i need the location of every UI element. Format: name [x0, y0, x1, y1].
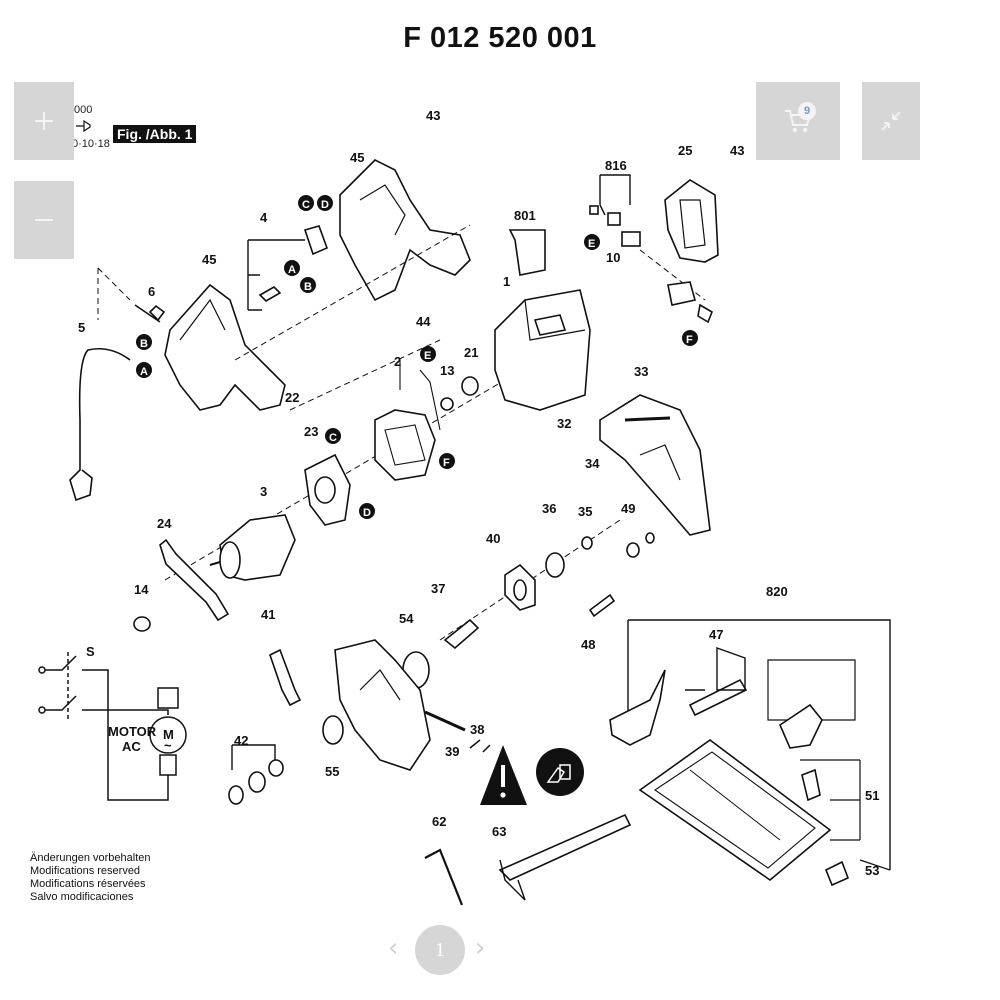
callout-number: 55 [325, 764, 339, 779]
collapse-arrows-icon [881, 111, 901, 131]
callout-number: 13 [440, 363, 454, 378]
callout-number: 36 [542, 501, 556, 516]
note-line: Modifications réservées [30, 878, 146, 890]
callout-number: 45 [350, 150, 364, 165]
callout-number: 62 [432, 814, 446, 829]
callout-number: 43 [426, 108, 440, 123]
motor-symbol: M [163, 727, 174, 742]
cart-button[interactable]: 9 [756, 82, 840, 160]
badge-letter: C [329, 432, 337, 444]
ac-label: AC [122, 739, 141, 754]
badge-letter: D [363, 507, 371, 519]
callout-number: 3 [260, 484, 267, 499]
minus-icon [35, 219, 53, 221]
callout-number: 38 [470, 722, 484, 737]
callout-number: 10 [606, 250, 620, 265]
callout-number: 63 [492, 824, 506, 839]
current-page-indicator[interactable]: 1 [415, 925, 465, 975]
callout-number: 44 [416, 314, 431, 329]
badge-letter: F [686, 334, 693, 346]
motor-label: MOTOR [108, 724, 157, 739]
callout-number: 21 [464, 345, 478, 360]
badge-letter: E [424, 350, 431, 362]
callout-number: 820 [766, 584, 788, 599]
callout-number: 6 [148, 284, 155, 299]
note-line: Änderungen vorbehalten [30, 852, 151, 864]
chevron-right-icon[interactable]: › [475, 933, 486, 963]
zoom-in-button[interactable] [14, 82, 74, 160]
badge-letter: D [321, 199, 329, 211]
switch-label: S [86, 644, 95, 659]
callout-number: 53 [865, 863, 879, 878]
callout-number: 41 [261, 607, 275, 622]
badge-letter: F [443, 457, 450, 469]
callout-number: 14 [134, 582, 149, 597]
note-line: Salvo modificaciones [30, 891, 134, 903]
callout-number: 25 [678, 143, 692, 158]
callout-number: 47 [709, 627, 723, 642]
zoom-out-button[interactable] [14, 181, 74, 259]
modification-notes: Änderungen vorbehalten Modifications res… [30, 852, 150, 904]
callout-number: 23 [304, 424, 318, 439]
callout-number: 45 [202, 252, 216, 267]
callout-number: 39 [445, 744, 459, 759]
badge-letter: B [140, 338, 148, 350]
badge-letter: A [288, 264, 296, 276]
badge-group: C D A B B A E F E C F D [136, 195, 698, 519]
callout-number: 5 [78, 320, 85, 335]
callout-number: 32 [557, 416, 571, 431]
badge-letter: E [588, 238, 595, 250]
callout-number: 1 [503, 274, 510, 289]
callout-number: 4 [260, 210, 268, 225]
badge-letter: B [304, 281, 312, 293]
motor-tilde: ~ [164, 738, 172, 753]
callout-number: 48 [581, 637, 595, 652]
callout-number: 40 [486, 531, 500, 546]
callout-number: 801 [514, 208, 536, 223]
note-line: Modifications reserved [30, 865, 141, 877]
badge-letter: C [302, 199, 310, 211]
revision-line-2: 0·10·18 [72, 138, 110, 150]
callout-number: 37 [431, 581, 445, 596]
badge-letter: A [140, 366, 148, 378]
cart-count-badge: 9 [798, 102, 816, 120]
chevron-left-icon[interactable]: ‹ [388, 933, 399, 963]
callout-number: 34 [585, 456, 600, 471]
callout-number: 42 [234, 733, 248, 748]
pagination: ‹ 1 › [380, 925, 500, 985]
callout-number: 49 [621, 501, 635, 516]
callout-number: 35 [578, 504, 592, 519]
part-number-title: F 012 520 001 [403, 22, 597, 54]
revision-line-1: 000 [74, 104, 93, 116]
callout-number: 51 [865, 788, 879, 803]
callout-number: 2 [394, 354, 401, 369]
callout-number: 24 [157, 516, 172, 531]
figure-label: Fig. /Abb. 1 [113, 125, 197, 143]
callout-number: 43 [730, 143, 744, 158]
plus-icon [35, 112, 53, 130]
callout-number: 816 [605, 158, 627, 173]
collapse-view-button[interactable] [862, 82, 920, 160]
callout-number: 22 [285, 390, 299, 405]
callout-number: 54 [399, 611, 414, 626]
callout-number: 33 [634, 364, 648, 379]
